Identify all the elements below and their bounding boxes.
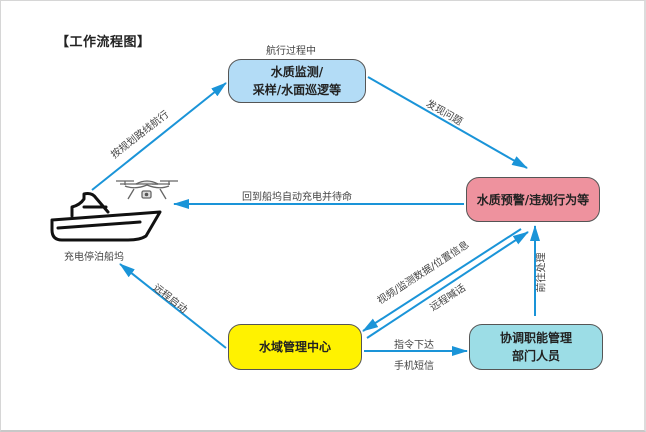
node-water-monitoring-line2: 采样/水面巡逻等 bbox=[252, 83, 342, 97]
caption-during-navigation: 航行过程中 bbox=[266, 46, 316, 57]
node-management-center-label: 水域管理中心 bbox=[258, 340, 331, 354]
arrow-monitoring-to-warning bbox=[367, 76, 528, 169]
arrow-warning-to-center bbox=[362, 228, 522, 332]
drone-icon bbox=[116, 180, 178, 200]
node-warning-label: 水质预警/违规行为等 bbox=[476, 192, 590, 207]
arrow-dock-to-monitoring bbox=[91, 82, 227, 191]
label-sms: 手机短信 bbox=[394, 361, 434, 372]
node-departments[interactable]: 协调职能管理 部门人员 bbox=[469, 324, 603, 370]
arrow-center-to-dock bbox=[119, 263, 227, 349]
node-warning[interactable]: 水质预警/违规行为等 bbox=[466, 177, 600, 222]
label-warning-to-dock: 回到船坞自动充电并待命 bbox=[242, 192, 352, 203]
node-departments-line2: 部门人员 bbox=[511, 349, 560, 363]
boat-icon bbox=[50, 192, 162, 242]
node-water-monitoring[interactable]: 水质监测/ 采样/水面巡逻等 bbox=[228, 59, 366, 103]
diagram-title: 【工作流程图】 bbox=[56, 35, 151, 50]
label-command-issued: 指令下达 bbox=[394, 340, 434, 351]
node-water-monitoring-line1: 水质监测/ bbox=[270, 65, 324, 79]
node-departments-line1: 协调职能管理 bbox=[499, 331, 572, 345]
arrow-center-to-warning bbox=[366, 231, 529, 339]
node-management-center[interactable]: 水域管理中心 bbox=[228, 324, 362, 370]
caption-charging-dock: 充电停泊船坞 bbox=[64, 252, 124, 263]
label-go-handle: 前往处理 bbox=[536, 252, 548, 293]
